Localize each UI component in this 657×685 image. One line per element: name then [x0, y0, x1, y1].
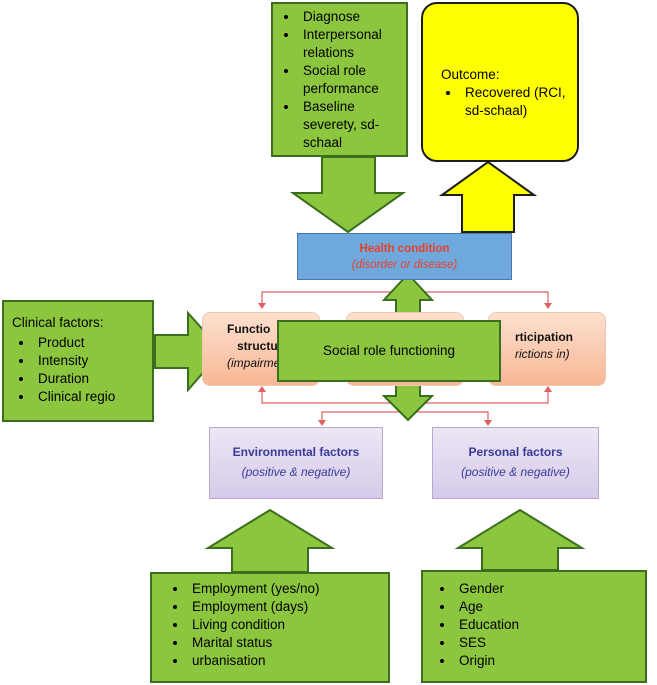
- diagnose-item: Interpersonal relations: [299, 26, 402, 62]
- social-role-functioning-box: Social role functioning: [277, 320, 501, 382]
- functions-subtitle: (impairme: [227, 356, 281, 370]
- pers-item: Education: [455, 616, 639, 634]
- clinical-item: Product: [34, 334, 146, 352]
- env-item: urbanisation: [188, 652, 382, 670]
- clinical-title: Clinical factors:: [12, 315, 104, 330]
- personal-list-box: Gender Age Education SES Origin: [421, 570, 647, 683]
- participation-subtitle: rictions in): [515, 347, 570, 361]
- diagnose-box: Diagnose Interpersonal relations Social …: [271, 2, 408, 157]
- functions-title-2: structu: [237, 339, 278, 353]
- personal-subtitle: (positive & negative): [461, 465, 570, 479]
- environmental-subtitle: (positive & negative): [241, 465, 351, 479]
- env-item: Employment (yes/no): [188, 580, 382, 598]
- participation-title: rticipation: [515, 330, 574, 344]
- environmental-factors-box: Environmental factors (positive & negati…: [209, 427, 383, 499]
- arrow-pers-up: [454, 508, 586, 571]
- arrow-outcome-up: [438, 160, 538, 233]
- pers-item: Gender: [455, 580, 639, 598]
- environmental-list-box: Employment (yes/no) Employment (days) Li…: [150, 572, 390, 683]
- personal-factors-box: Personal factors (positive & negative): [432, 427, 599, 499]
- clinical-item: Duration: [34, 370, 146, 388]
- env-item: Marital status: [188, 634, 382, 652]
- health-condition-box: Health condition (disorder or disease): [297, 233, 512, 280]
- pers-item: SES: [455, 634, 639, 652]
- env-item: Living condition: [188, 616, 382, 634]
- personal-title: Personal factors: [468, 445, 563, 459]
- environmental-title: Environmental factors: [232, 445, 360, 459]
- functions-title: Functio: [227, 322, 271, 336]
- outcome-box: Outcome: Recovered (RCI, sd-schaal): [421, 2, 579, 162]
- social-role-functioning-label: Social role functioning: [322, 343, 456, 358]
- pers-item: Age: [455, 598, 639, 616]
- health-condition-title: Health condition: [359, 243, 450, 255]
- arrow-env-up: [204, 508, 336, 573]
- clinical-item: Clinical regio: [34, 388, 146, 406]
- clinical-item: Intensity: [34, 352, 146, 370]
- arrow-diagnose-down: [289, 156, 407, 234]
- clinical-factors-box: Clinical factors: Product Intensity Dura…: [2, 300, 154, 422]
- participation-box: rticipation rictions in): [488, 312, 606, 386]
- outcome-item: Recovered (RCI, sd-schaal): [461, 84, 567, 120]
- health-condition-subtitle: (disorder or disease): [351, 259, 458, 271]
- diagnose-item: Social role performance: [299, 62, 402, 98]
- pers-item: Origin: [455, 652, 639, 670]
- env-item: Employment (days): [188, 598, 382, 616]
- outcome-title: Outcome:: [441, 67, 500, 82]
- diagnose-item: Diagnose: [299, 8, 402, 26]
- connector-arrowheads: [258, 303, 552, 426]
- diagnose-item: Baseline severety, sd-schaal: [299, 98, 402, 152]
